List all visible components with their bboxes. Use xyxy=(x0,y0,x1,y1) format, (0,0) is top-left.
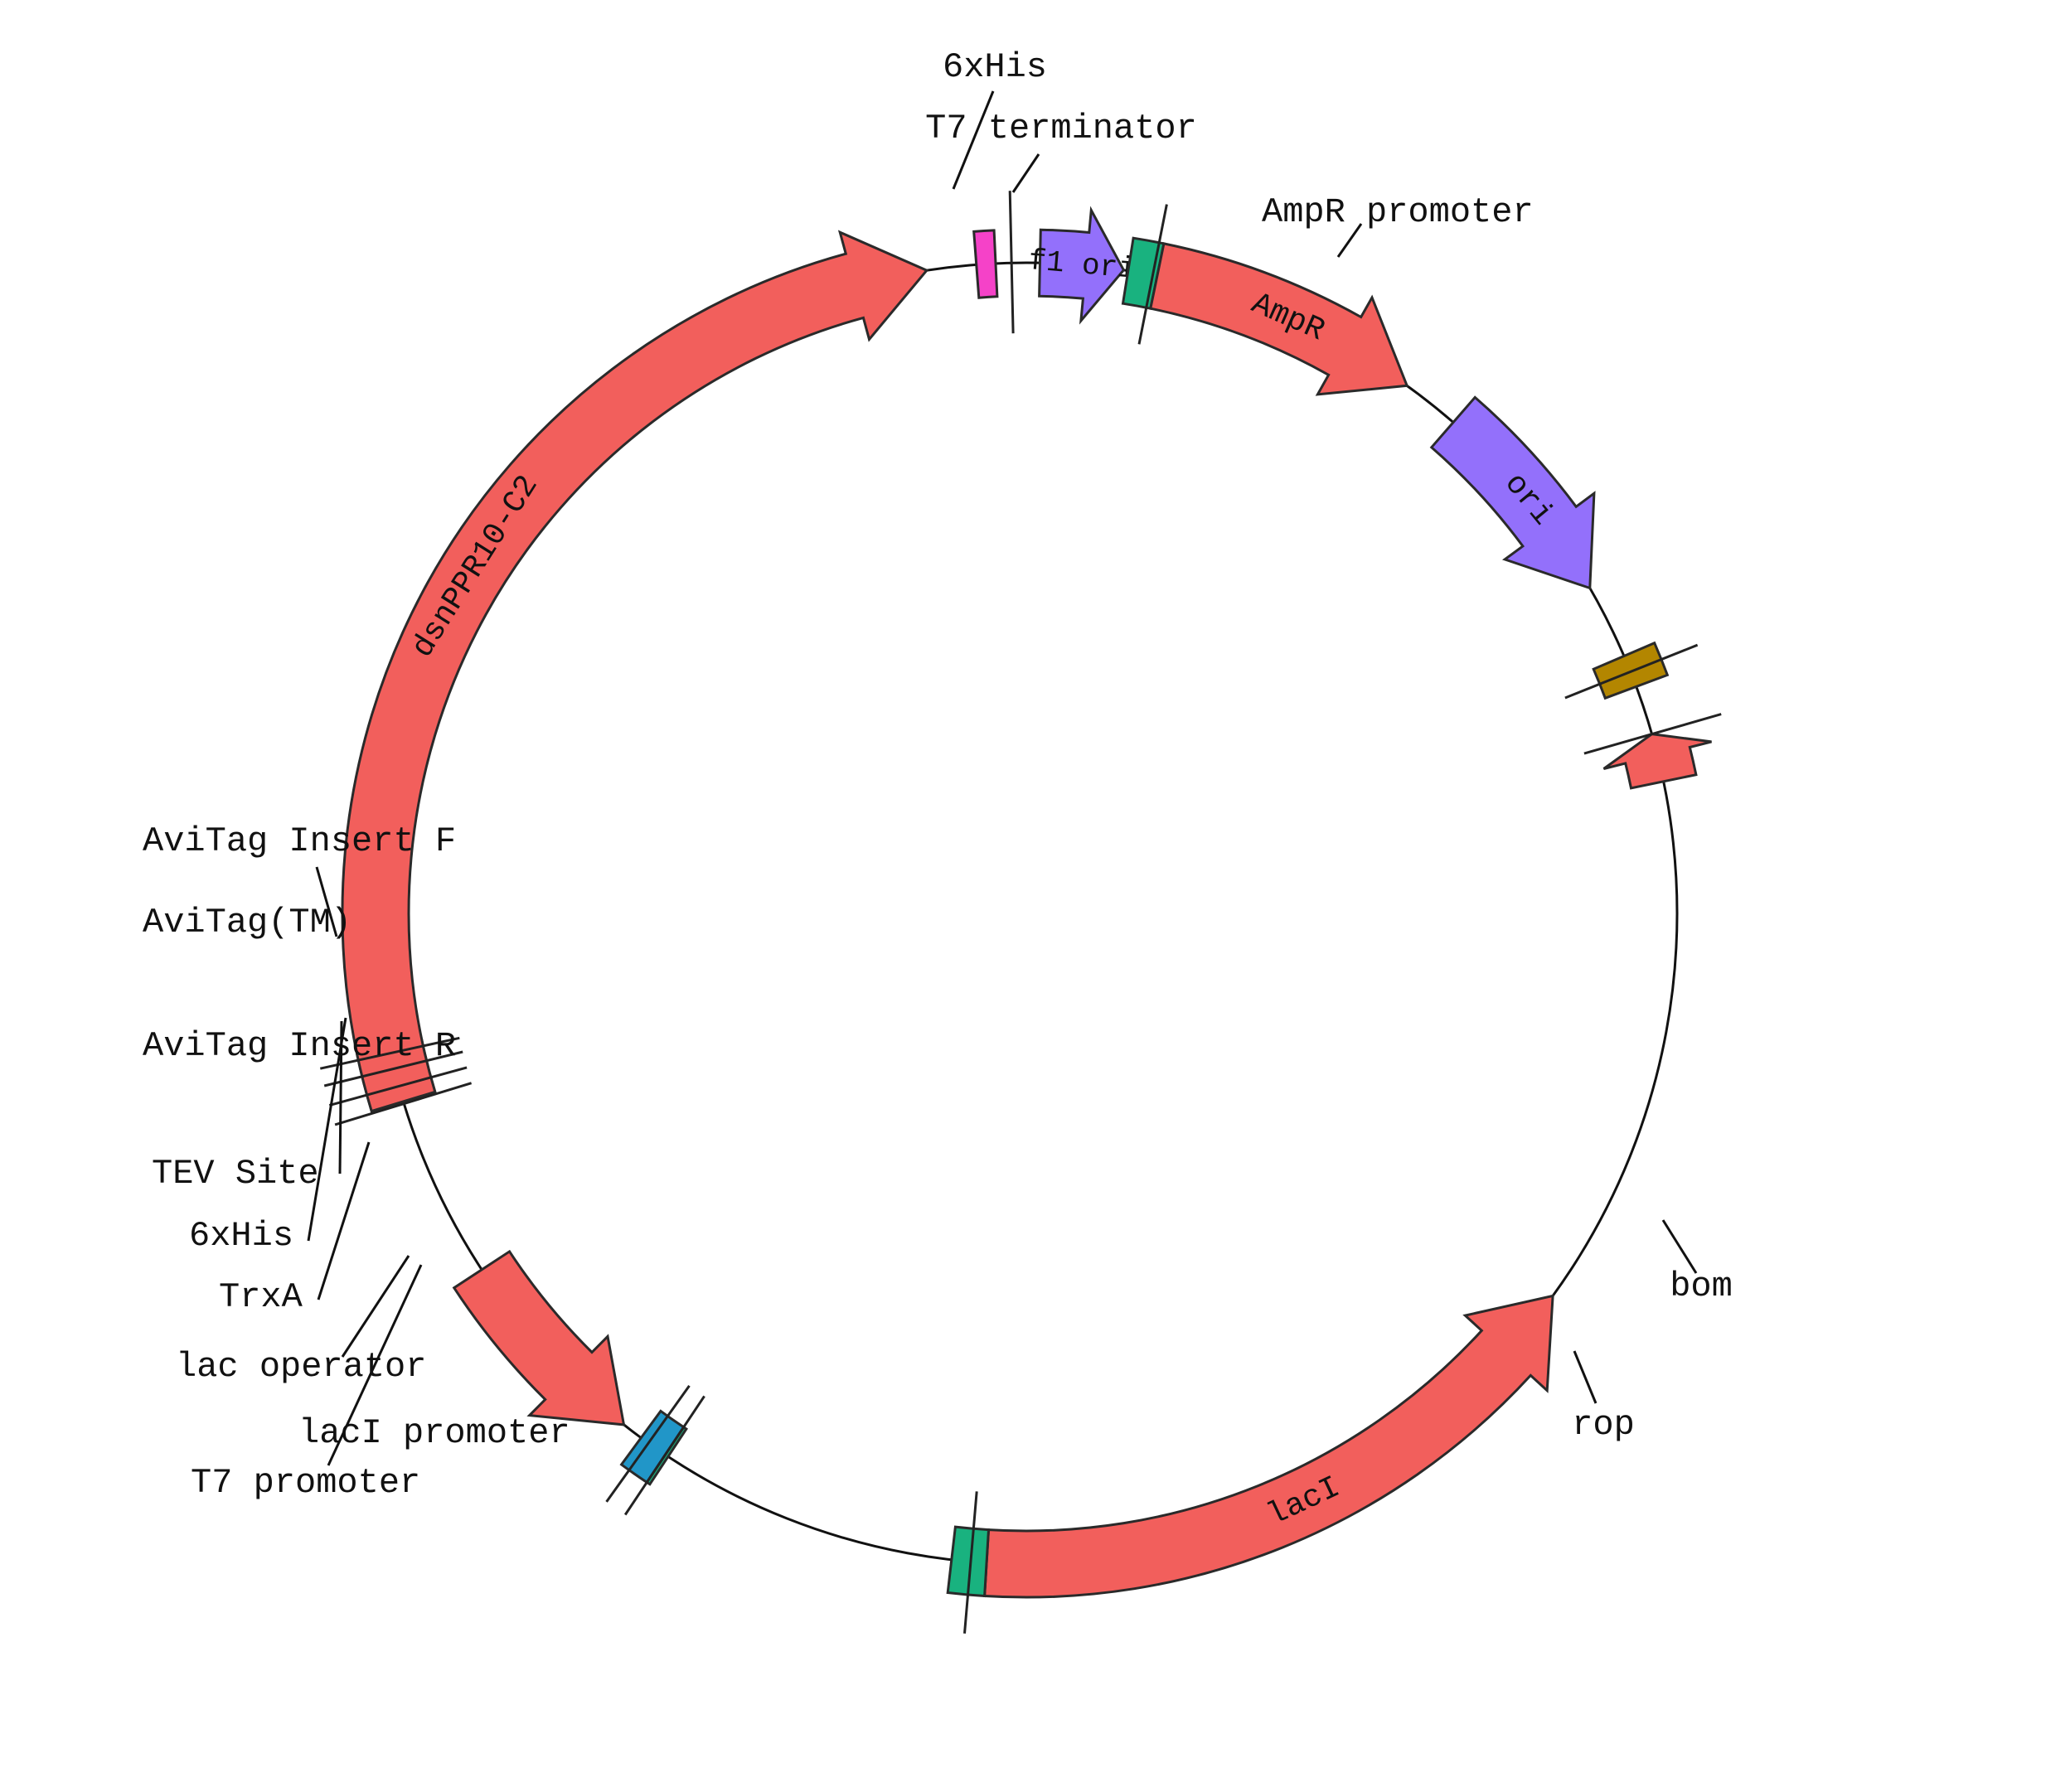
label-ampr_promoter: AmpR promoter xyxy=(1262,192,1534,232)
label-rop: rop xyxy=(1572,1405,1635,1445)
leader-t7_terminator xyxy=(1011,153,1040,193)
tick-avitag-insert-r xyxy=(323,1050,463,1087)
tick-lac-operator xyxy=(605,1385,691,1503)
leader-his_left xyxy=(307,1017,347,1242)
label-avitag_tm: AviTag(TM) xyxy=(143,903,352,942)
label-bom: bom xyxy=(1670,1267,1733,1306)
tick-t7-terminator xyxy=(1008,191,1015,334)
leader-rop xyxy=(1573,1350,1598,1404)
label-tev_site: TEV Site xyxy=(152,1154,319,1194)
leader-trxa xyxy=(317,1141,371,1300)
label-his_top: 6xHis xyxy=(943,47,1047,87)
label-avitag_insert_r: AviTag Insert R xyxy=(143,1026,456,1066)
feature-ampr xyxy=(1149,242,1409,396)
feature-laci_promoter xyxy=(946,1525,991,1598)
feature-rop xyxy=(1602,733,1712,790)
tick-avitag-insert-f xyxy=(334,1082,473,1126)
feature-trxa xyxy=(452,1249,626,1426)
tick-avitag-tm xyxy=(328,1066,468,1107)
feature-laci xyxy=(983,1294,1554,1599)
feature-his_top xyxy=(972,229,999,299)
label-avitag_insert_f: AviTag Insert F xyxy=(143,821,456,861)
label-his_left: 6xHis xyxy=(189,1216,293,1256)
label-trxa: TrxA xyxy=(219,1277,303,1317)
tick-t7-promoter xyxy=(623,1395,705,1516)
feature-dsnppr xyxy=(341,230,929,1113)
leader-avitag_insert_f xyxy=(315,866,338,937)
leader-bom xyxy=(1661,1219,1698,1274)
ticks-layer xyxy=(319,191,1722,1634)
feature-f1ori xyxy=(1038,206,1126,325)
label-laci_promoter: lacI promoter xyxy=(298,1413,570,1453)
tick-tev-site xyxy=(319,1036,460,1070)
tick-bom xyxy=(1564,643,1699,700)
label-t7_promoter: T7 promoter xyxy=(191,1463,420,1503)
leader-ampr_promoter xyxy=(1336,223,1363,258)
feature-lac_operator xyxy=(619,1409,686,1484)
leaders-layer xyxy=(307,90,1698,1466)
tick-laci-promoter xyxy=(963,1491,978,1634)
label-lac_operator: lac operator xyxy=(176,1347,426,1387)
leader-his_top xyxy=(952,90,995,190)
feature-ori xyxy=(1429,395,1596,590)
tick-ampr-promoter xyxy=(1137,204,1168,345)
tick-rop xyxy=(1583,713,1722,755)
leader-t7_promoter xyxy=(327,1264,423,1466)
label-t7_terminator: T7 terminator xyxy=(925,109,1197,148)
leader-lac_operator xyxy=(341,1255,410,1358)
